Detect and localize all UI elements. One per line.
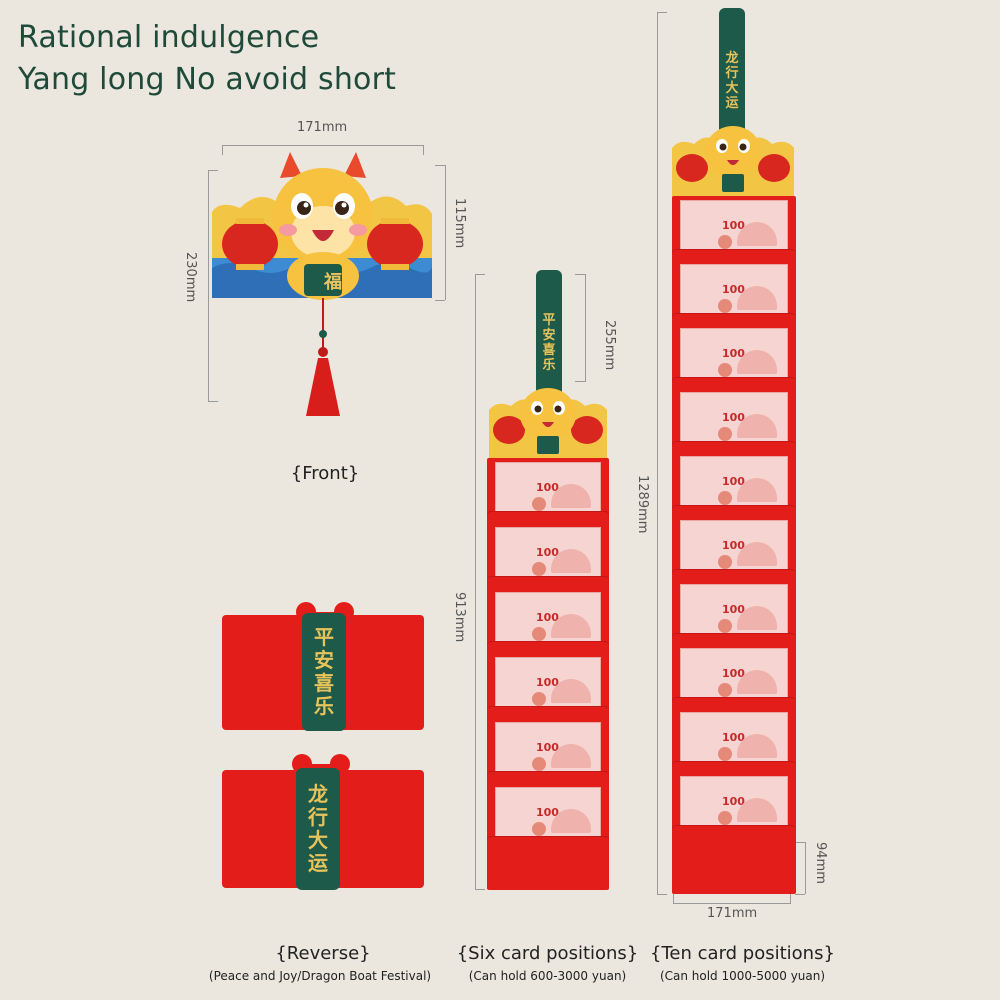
six-banknote-3: 100 <box>495 592 601 648</box>
ten-banknote-6: 100 <box>680 520 788 576</box>
banknote-value: 100 <box>722 475 745 488</box>
ten-banknote-4: 100 <box>680 392 788 448</box>
six-banknote-6: 100 <box>495 787 601 843</box>
base-width-label: 171mm <box>707 906 758 921</box>
caption-front: {Front} <box>290 463 360 484</box>
banknote-value: 100 <box>722 603 745 616</box>
headline-line-1: Rational indulgence <box>18 20 320 55</box>
ten-card-pocket-1 <box>672 250 796 260</box>
ten-banknote-10: 100 <box>680 776 788 832</box>
ten-banknote-5: 100 <box>680 456 788 512</box>
headline-line-2: Yang long No avoid short <box>18 62 397 97</box>
ten-card-pocket-10 <box>672 826 796 836</box>
banknote-value: 100 <box>722 411 745 424</box>
ten-banknote-9: 100 <box>680 712 788 768</box>
dragon-strip: 龙 行 大 运 <box>296 768 340 890</box>
six-total-height-label: 913mm <box>452 592 467 643</box>
six-card-pocket-4 <box>487 707 609 717</box>
caption-six-sub: (Can hold 600-3000 yuan) <box>468 969 627 983</box>
banknote-value: 100 <box>536 741 559 754</box>
banknote-value: 100 <box>722 539 745 552</box>
banknote-value: 100 <box>722 667 745 680</box>
six-dragon-head <box>489 388 607 462</box>
banknote-value: 100 <box>722 731 745 744</box>
caption-six: {Six card positions} <box>456 943 639 964</box>
ten-card-pocket-3 <box>672 378 796 388</box>
base-width-line <box>673 903 791 904</box>
ten-total-height-line <box>657 12 658 895</box>
ten-banknote-3: 100 <box>680 328 788 384</box>
banknote-value: 100 <box>536 611 559 624</box>
banknote-value: 100 <box>536 676 559 689</box>
ten-card-pocket-5 <box>672 506 796 516</box>
front-width-label: 171mm <box>297 120 348 135</box>
banknote-value: 100 <box>722 219 745 232</box>
banknote-value: 100 <box>722 347 745 360</box>
six-banknote-2: 100 <box>495 527 601 583</box>
base-height-line <box>805 842 806 894</box>
banknote-value: 100 <box>536 546 559 559</box>
front-total-height-label: 230mm <box>183 252 198 303</box>
six-banknote-1: 100 <box>495 462 601 518</box>
peace-joy-strip: 平 安 喜 乐 <box>302 613 346 731</box>
six-card-pocket-3 <box>487 642 609 652</box>
six-strip-height-label: 255mm <box>602 320 617 371</box>
caption-ten: {Ten card positions} <box>650 943 835 964</box>
ten-card-pocket-4 <box>672 442 796 452</box>
banknote-value: 100 <box>722 283 745 296</box>
six-banknote-5: 100 <box>495 722 601 778</box>
ten-banknote-1: 100 <box>680 200 788 256</box>
ten-total-height-label: 1289mm <box>635 475 650 534</box>
banknote-value: 100 <box>536 481 559 494</box>
six-card-pocket-6 <box>487 837 609 847</box>
front-head-height-line <box>445 165 446 300</box>
front-width-line <box>222 145 424 146</box>
six-card-pocket-5 <box>487 772 609 782</box>
six-strip: 平 安 喜 乐 <box>536 270 562 398</box>
front-head-height-label: 115mm <box>452 198 467 249</box>
front-total-height-line <box>208 170 209 402</box>
six-total-height-line <box>475 274 476 890</box>
banknote-value: 100 <box>722 795 745 808</box>
ten-card-pocket-6 <box>672 570 796 580</box>
caption-ten-sub: (Can hold 1000-5000 yuan) <box>659 969 826 983</box>
caption-reverse-sub: (Peace and Joy/Dragon Boat Festival) <box>208 969 432 983</box>
caption-reverse: {Reverse} <box>275 943 371 964</box>
six-card-pocket-2 <box>487 577 609 587</box>
ten-card-pocket-8 <box>672 698 796 708</box>
ten-strip: 龙 行 大 运 <box>719 8 745 136</box>
fu-character: 福 <box>324 272 342 293</box>
ten-card-pocket-7 <box>672 634 796 644</box>
ten-banknote-7: 100 <box>680 584 788 640</box>
base-height-label: 94mm <box>813 842 828 884</box>
ten-banknote-8: 100 <box>680 648 788 704</box>
ten-banknote-2: 100 <box>680 264 788 320</box>
banknote-value: 100 <box>536 806 559 819</box>
six-strip-height-line <box>585 274 586 382</box>
six-banknote-4: 100 <box>495 657 601 713</box>
ten-card-pocket-9 <box>672 762 796 772</box>
dragon-illustration <box>212 152 432 416</box>
ten-card-pocket-2 <box>672 314 796 324</box>
six-card-pocket-1 <box>487 512 609 522</box>
ten-dragon-head <box>672 126 794 200</box>
